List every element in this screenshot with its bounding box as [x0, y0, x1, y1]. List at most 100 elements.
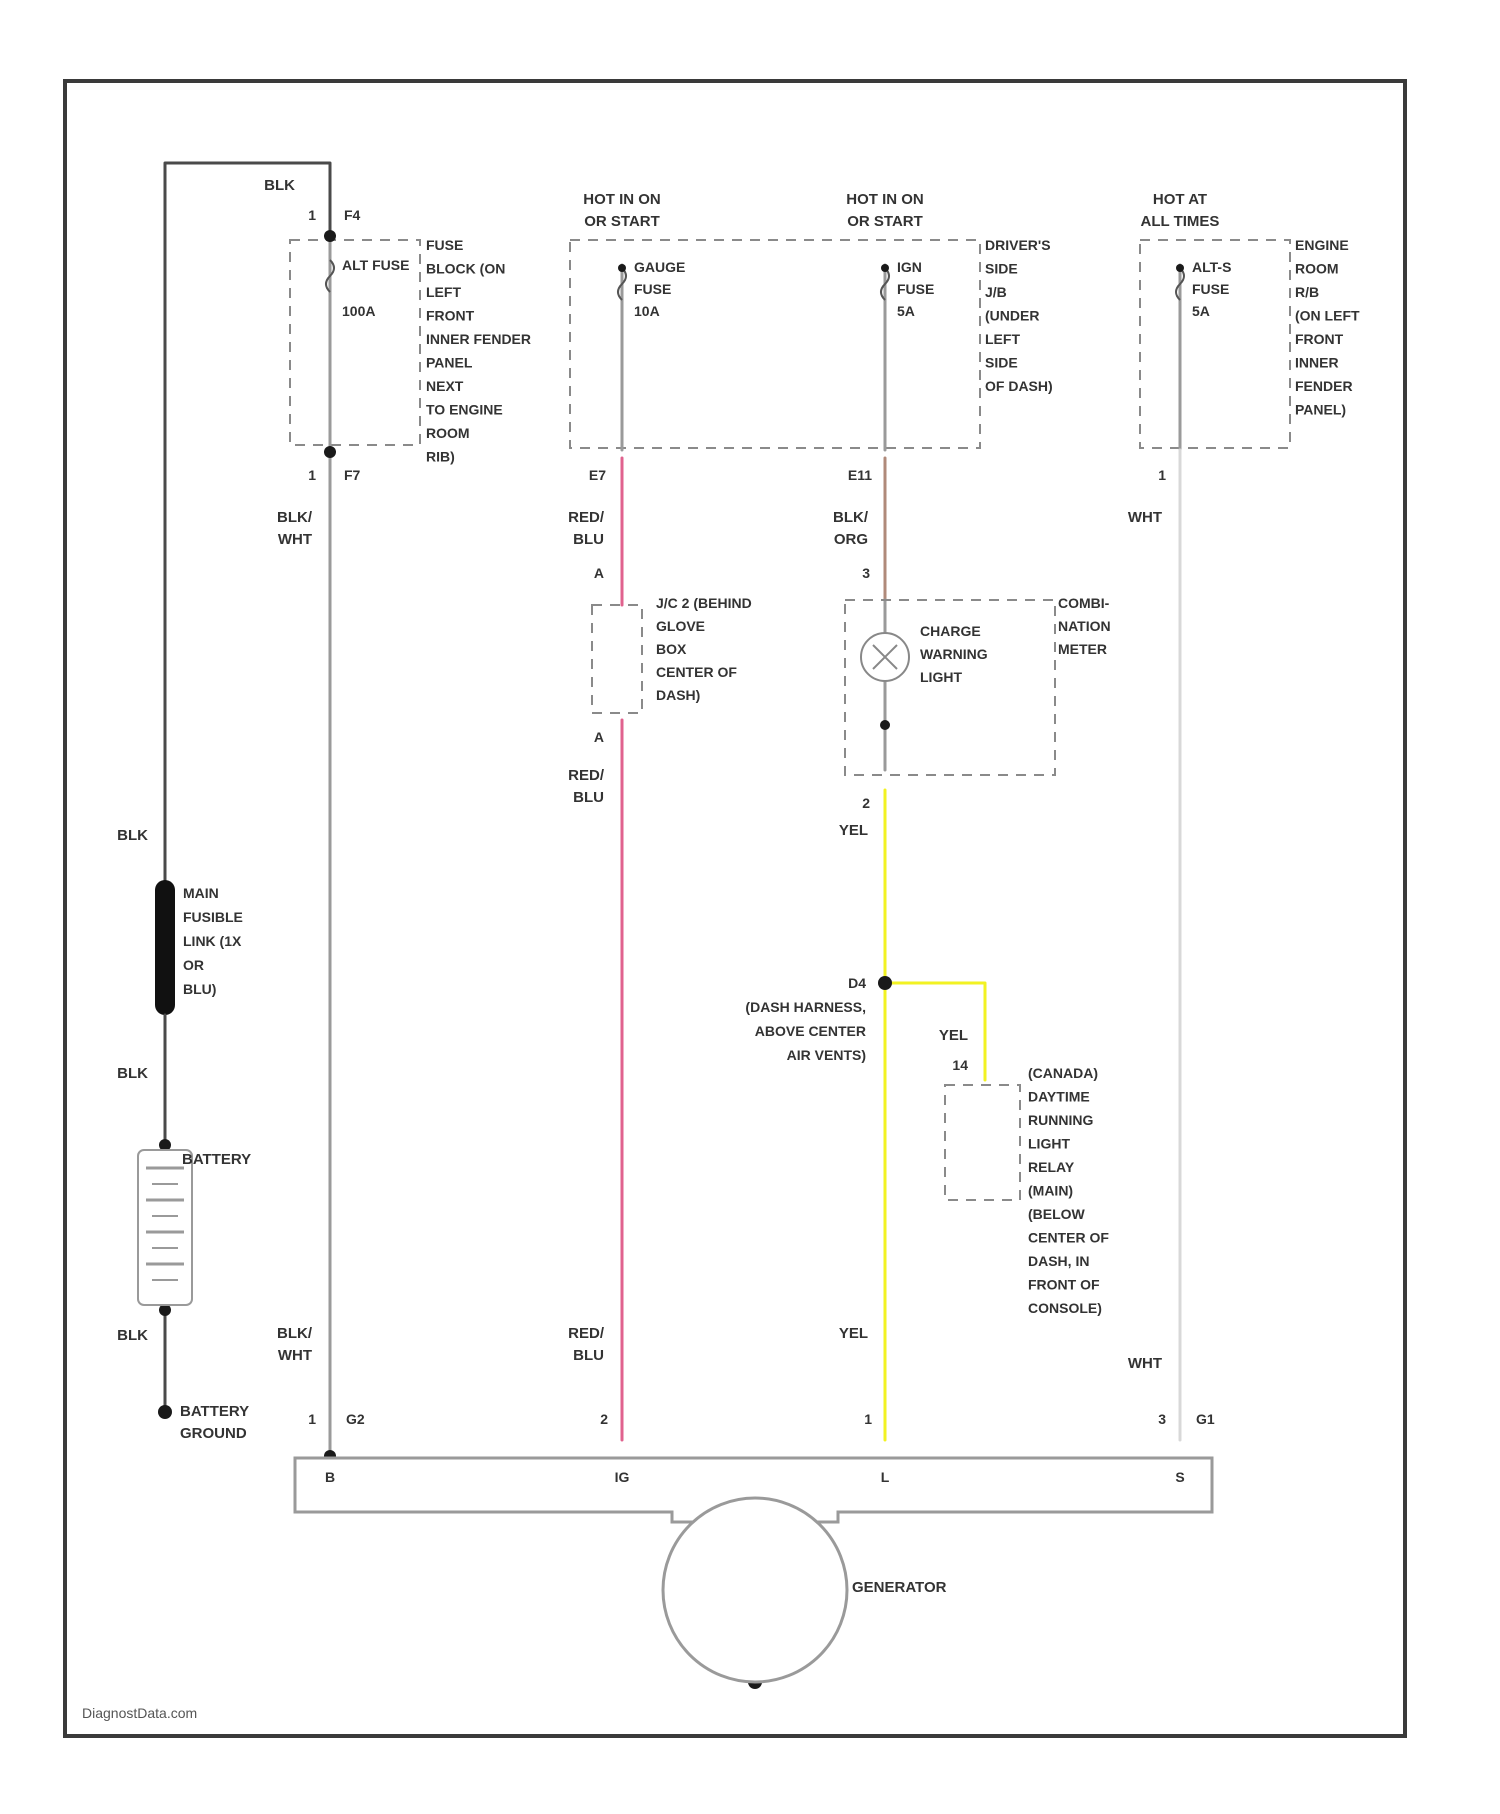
wire-label-blk-org-2: ORG: [834, 531, 868, 548]
node-alts-top: [1176, 264, 1184, 272]
fb-drivers-line-3: (UNDER: [985, 308, 1039, 324]
fb-left-line-6: NEXT: [426, 378, 464, 394]
fb-drivers-line-0: DRIVER'S: [985, 237, 1051, 253]
drl-label-line-4: RELAY: [1028, 1159, 1075, 1175]
ign-fuse-name-1: IGN: [897, 259, 922, 275]
wire-label-yel-lower: YEL: [839, 1325, 868, 1342]
jc2-pin-top: A: [594, 565, 604, 581]
fb-drivers-line-5: SIDE: [985, 355, 1018, 371]
fb-left-line-4: INNER FENDER: [426, 331, 531, 347]
jc-label-line-3: CENTER OF: [656, 664, 737, 680]
alt-fuse-conn-bottom: F7: [344, 467, 361, 483]
drl-label-line-10: CONSOLE): [1028, 1300, 1102, 1316]
fb-left-line-9: RIB): [426, 449, 455, 465]
fb-engine-line-4: FRONT: [1295, 331, 1344, 347]
watermark: DiagnostData.com: [82, 1705, 197, 1721]
splice-label-line-0: (DASH HARNESS,: [745, 999, 866, 1015]
node-battery-ground: [158, 1405, 172, 1419]
meter-label-line-2: METER: [1058, 641, 1107, 657]
fb-engine-line-7: PANEL): [1295, 402, 1346, 418]
gauge-supply-header-1: HOT IN ON: [583, 191, 661, 208]
drl-label-line-5: (MAIN): [1028, 1183, 1073, 1199]
gen-terminal-l: L: [881, 1469, 890, 1485]
alts-fuse-rating: 5A: [1192, 303, 1210, 319]
wire-label-blk-battery-2: BLK: [117, 1327, 148, 1344]
gauge-fuse-name-2: FUSE: [634, 281, 671, 297]
node-alt-bottom: [324, 446, 336, 458]
drl-relay-label: (CANADA)DAYTIMERUNNINGLIGHTRELAY(MAIN)(B…: [1028, 1065, 1109, 1316]
node-ign-top: [881, 264, 889, 272]
alts-supply-header-1: HOT AT: [1153, 191, 1207, 208]
fusible-link-label: MAINFUSIBLELINK (1XORBLU): [183, 885, 243, 997]
node-alt-top: [324, 230, 336, 242]
gen-terminal-b: B: [325, 1469, 335, 1485]
fl-label-line-0: MAIN: [183, 885, 219, 901]
drl-relay-outline: [945, 1085, 1020, 1200]
gen-terminal-ig: IG: [615, 1469, 630, 1485]
fb-drivers-line-2: J/B: [985, 284, 1007, 300]
gen-b-pin: 1: [308, 1411, 316, 1427]
gauge-fuse-name-1: GAUGE: [634, 259, 685, 275]
fb-engine-line-5: INNER: [1295, 355, 1339, 371]
wire-label-red-blu-mid-2: BLU: [573, 789, 604, 806]
wire-label-red-blu-mid-1: RED/: [568, 767, 605, 784]
ign-fuse-name-2: FUSE: [897, 281, 934, 297]
generator-label: GENERATOR: [852, 1579, 947, 1596]
alts-supply-header-2: ALL TIMES: [1141, 213, 1220, 230]
fb-left-line-3: FRONT: [426, 308, 475, 324]
ign-supply-header-2: OR START: [847, 213, 923, 230]
drl-label-line-9: FRONT OF: [1028, 1277, 1100, 1293]
fb-left-line-0: FUSE: [426, 237, 463, 253]
node-gauge-top: [618, 264, 626, 272]
fb-engine-line-2: R/B: [1295, 284, 1319, 300]
fl-label-line-1: FUSIBLE: [183, 909, 243, 925]
gen-l-pin: 1: [864, 1411, 872, 1427]
alt-fuse-rating: 100A: [342, 303, 375, 319]
fb-drivers-line-4: LEFT: [985, 331, 1020, 347]
generator-body: [663, 1498, 847, 1682]
gen-ig-pin: 2: [600, 1411, 608, 1427]
alt-fuse-conn-top: F4: [344, 207, 361, 223]
wire-label-wht-lower: WHT: [1128, 1355, 1162, 1372]
fb-engine-line-1: ROOM: [1295, 261, 1339, 277]
fl-label-line-2: LINK (1X: [183, 933, 242, 949]
gen-s-conn: G1: [1196, 1411, 1215, 1427]
fb-left-line-2: LEFT: [426, 284, 461, 300]
fb-left-line-7: TO ENGINE: [426, 402, 503, 418]
wire-label-red-blu-lower-1: RED/: [568, 1325, 605, 1342]
fb-drivers-line-6: OF DASH): [985, 378, 1053, 394]
gauge-supply-header-2: OR START: [584, 213, 660, 230]
wire-label-yel-mid: YEL: [839, 822, 868, 839]
splice-d4-id: D4: [848, 975, 866, 991]
splice-label-line-1: ABOVE CENTER: [755, 1023, 866, 1039]
drl-label-line-8: DASH, IN: [1028, 1253, 1089, 1269]
meter-light-label-line-2: LIGHT: [920, 669, 962, 685]
drl-label-line-7: CENTER OF: [1028, 1230, 1109, 1246]
drl-label-line-0: (CANADA): [1028, 1065, 1098, 1081]
fb-engine-line-6: FENDER: [1295, 378, 1353, 394]
wire-label-blk-mid: BLK: [117, 827, 148, 844]
ign-fuse-conn-bottom: E11: [848, 467, 872, 483]
jc2-pin-bottom: A: [594, 729, 604, 745]
jc-label-line-4: DASH): [656, 687, 700, 703]
drl-label-line-2: RUNNING: [1028, 1112, 1093, 1128]
meter-light-label-line-1: WARNING: [920, 646, 988, 662]
meter-label-line-1: NATION: [1058, 618, 1111, 634]
fb-engine-line-3: (ON LEFT: [1295, 308, 1360, 324]
drl-label-line-3: LIGHT: [1028, 1136, 1070, 1152]
drl-label-line-1: DAYTIME: [1028, 1089, 1090, 1105]
drl-pin: 14: [952, 1057, 968, 1073]
wire-label-blk-battery: BLK: [117, 1065, 148, 1082]
gauge-fuse-conn-bottom: E7: [589, 467, 606, 483]
alts-fuse-pin-bottom: 1: [1158, 467, 1166, 483]
node-splice-d4: [878, 976, 892, 990]
gen-s-pin: 3: [1158, 1411, 1166, 1427]
fb-left-line-5: PANEL: [426, 355, 473, 371]
meter-pin-bottom: 2: [862, 795, 870, 811]
battery-body: [138, 1150, 192, 1305]
jc-label-line-1: GLOVE: [656, 618, 705, 634]
